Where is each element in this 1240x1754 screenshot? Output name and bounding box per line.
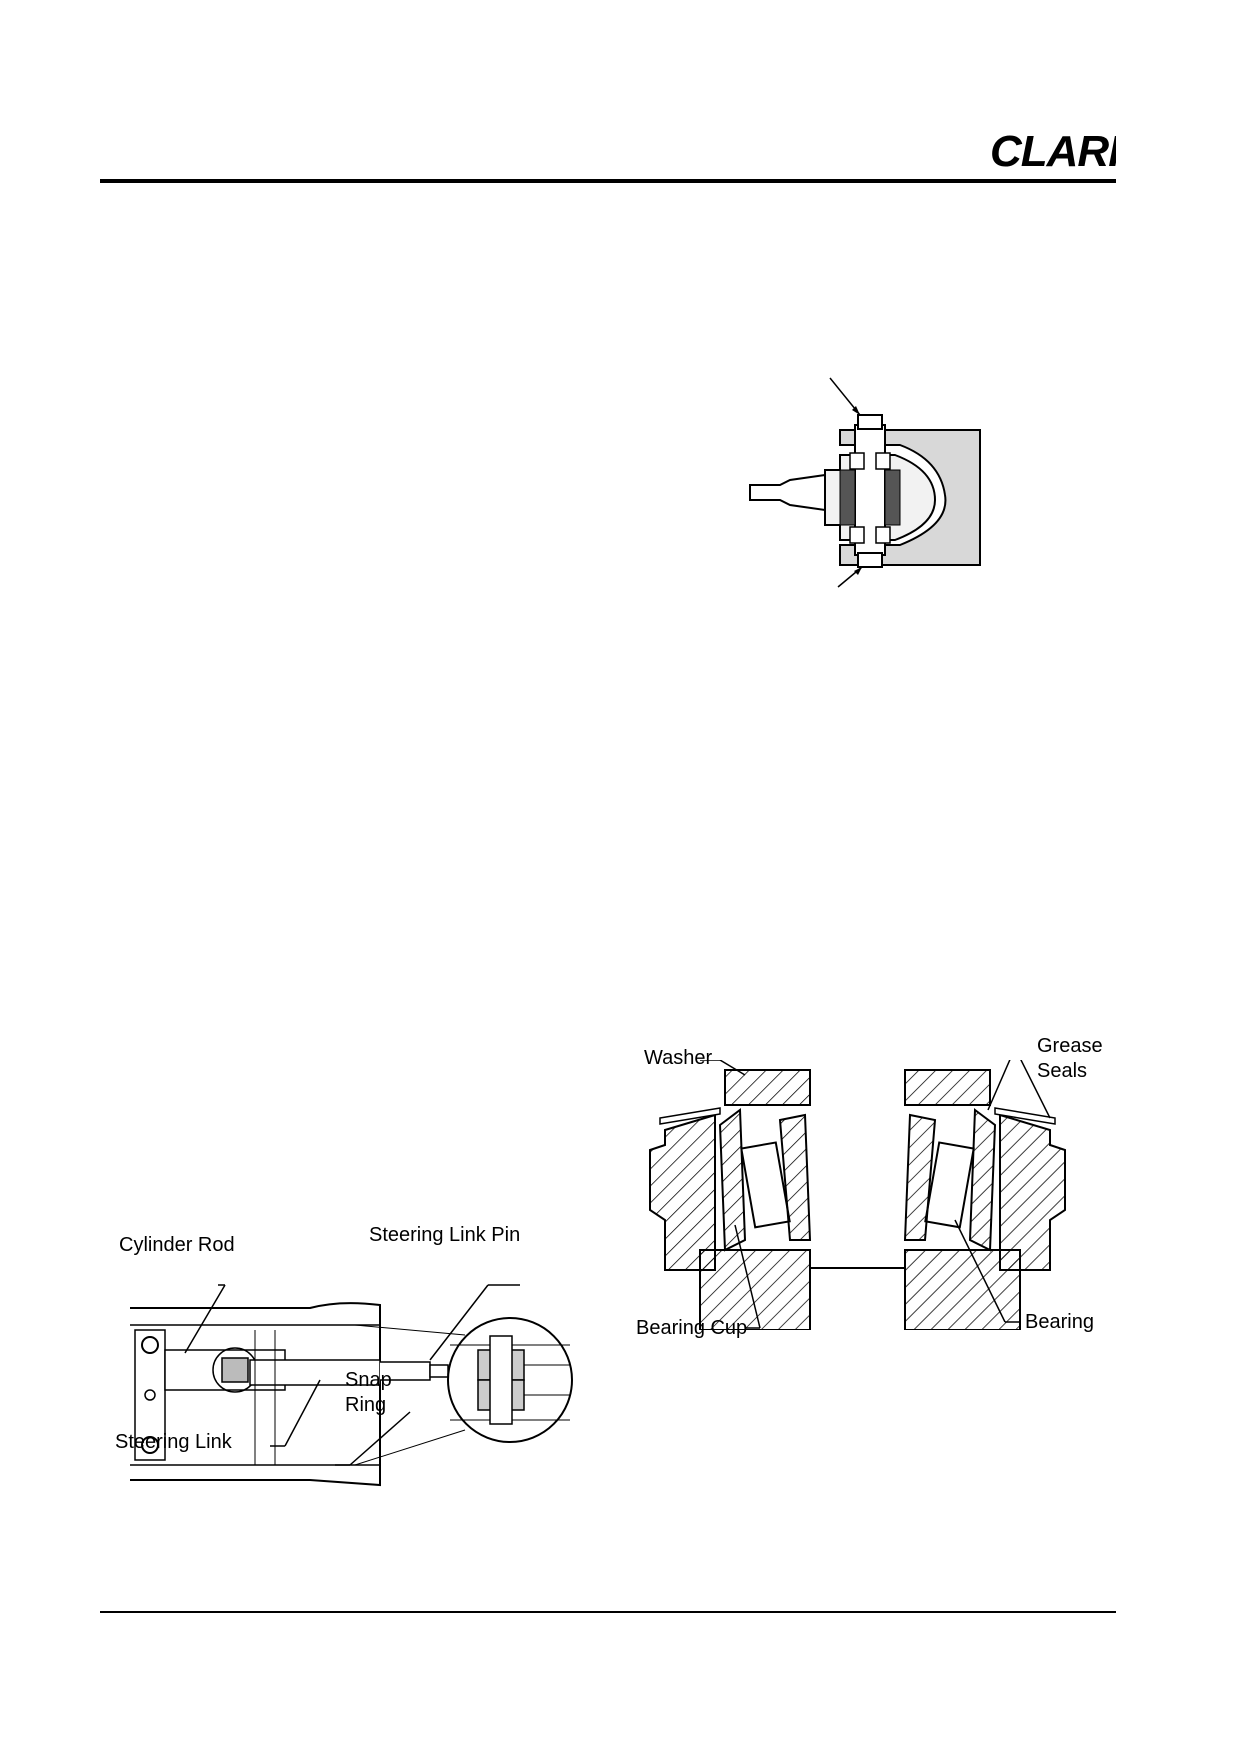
housing-right	[999, 1113, 1066, 1271]
snap-ring-label-line1: Snap	[345, 1369, 392, 1391]
spindle-left	[699, 1249, 811, 1330]
roller-left	[740, 1141, 791, 1229]
bearing-cup-left	[718, 1108, 747, 1252]
footer-rule	[100, 1611, 1116, 1613]
cylinder-end	[134, 1329, 166, 1461]
cylinder-rod-label: Cylinder Rod	[119, 1234, 235, 1256]
steering-link-figure	[130, 1284, 573, 1487]
grease-seals-label-line1: Grease	[1037, 1035, 1103, 1057]
washer-left	[724, 1069, 811, 1106]
bottom-cap	[857, 552, 883, 568]
washer-right	[904, 1069, 991, 1106]
header-rule	[100, 179, 1116, 183]
bearing-cup-label: Bearing Cup	[636, 1317, 748, 1339]
housing-left	[649, 1113, 716, 1271]
lower-bearing-left	[849, 526, 865, 544]
bearing-label: Bearing	[1025, 1311, 1094, 1333]
grease-seal-left	[659, 1107, 721, 1125]
grease-seals-label-line2: Seals	[1037, 1060, 1088, 1082]
steering-link-label: Steering Link	[115, 1431, 232, 1453]
grease-seal-right	[994, 1107, 1056, 1125]
spindle-right	[904, 1249, 1021, 1330]
cone-left	[778, 1113, 812, 1241]
clark-logo: CLARK	[990, 128, 1116, 172]
steering-link-arm	[249, 1359, 381, 1386]
bearing-figure	[649, 1060, 1066, 1330]
upper-bearing-right	[875, 452, 891, 470]
axle-housing	[839, 429, 981, 566]
cone-right	[903, 1113, 937, 1241]
bearing-cup-right	[968, 1108, 997, 1252]
axle-frame	[130, 1302, 381, 1487]
steering-link-pin	[489, 1335, 513, 1425]
upper-bearing-left	[849, 452, 865, 470]
snap-ring-label-line2: Ring	[345, 1394, 387, 1416]
spindle	[749, 473, 826, 512]
top-cap	[857, 414, 883, 430]
steering-link-pin-label: Steering Link Pin	[369, 1224, 521, 1246]
lower-bearing-right	[875, 526, 891, 544]
clark-logo-text: CLARK	[990, 128, 1116, 172]
washer-label: Washer	[644, 1047, 713, 1069]
roller-right	[924, 1141, 975, 1229]
knuckle-figure	[749, 377, 981, 588]
